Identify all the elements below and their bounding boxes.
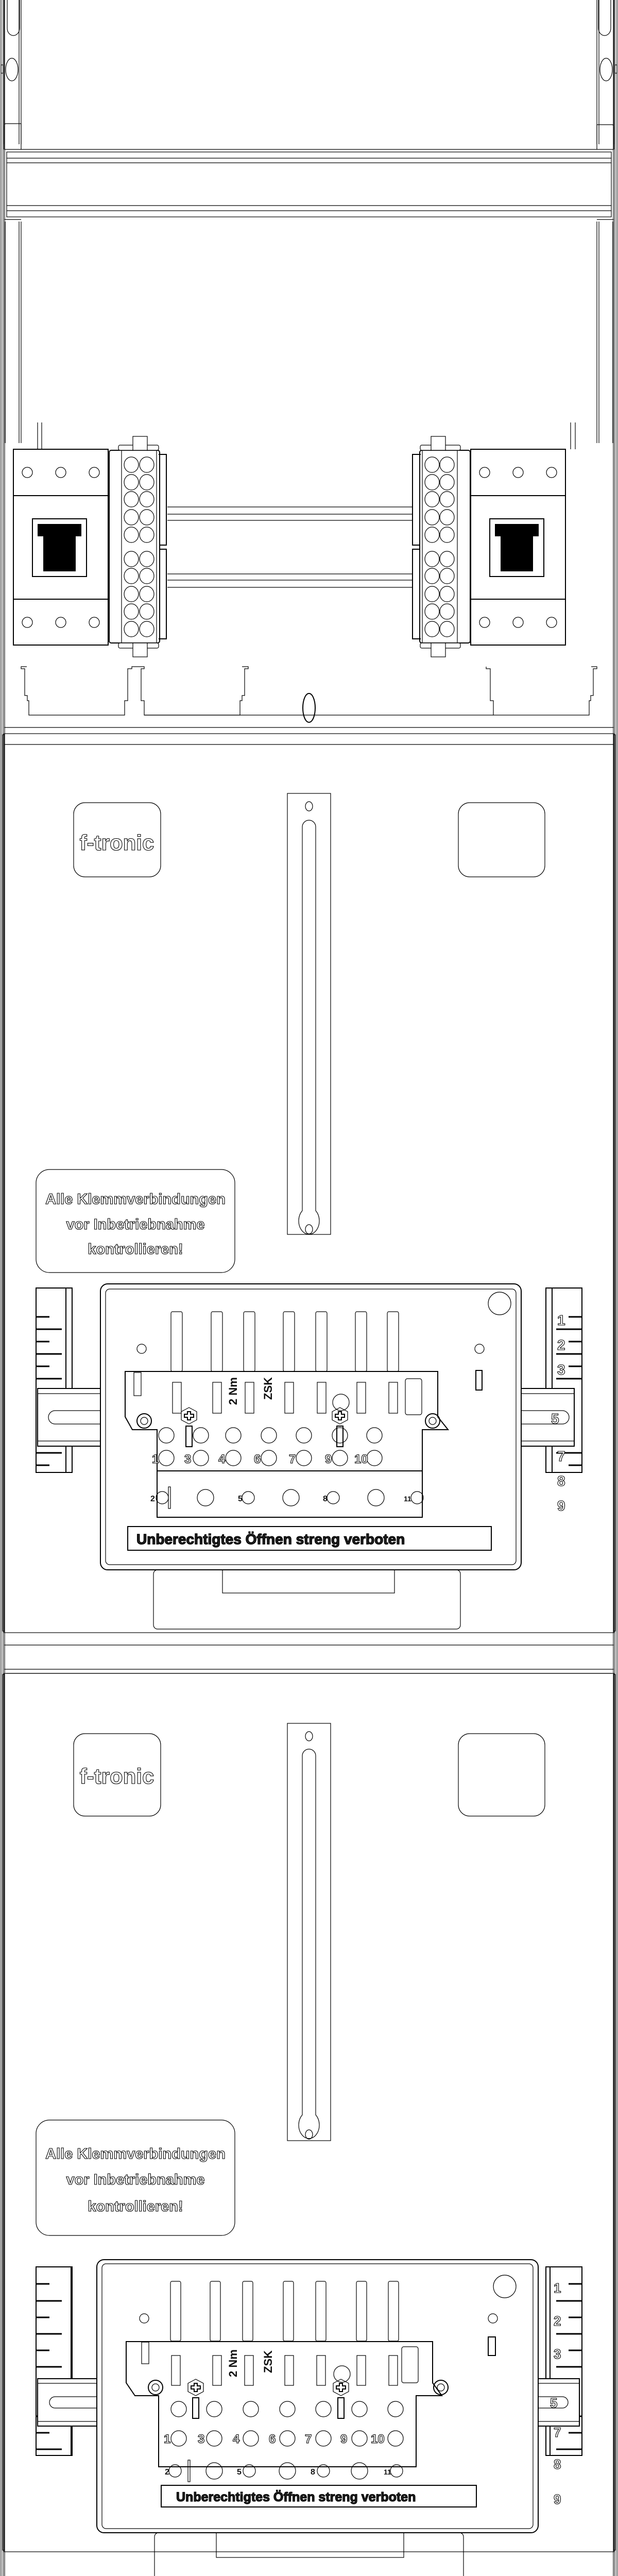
seal-label: Unberechtigtes Öffnen streng verboten bbox=[136, 1531, 405, 1547]
svg-text:7: 7 bbox=[557, 1448, 565, 1464]
phillips-screw-icon bbox=[332, 1394, 350, 1447]
svg-text:5: 5 bbox=[550, 2395, 557, 2411]
rail-hole-icon bbox=[599, 58, 613, 81]
terminal-slots bbox=[172, 1382, 398, 1414]
svg-text:3: 3 bbox=[554, 2346, 561, 2362]
svg-text:5: 5 bbox=[237, 2468, 242, 2477]
terminal-block-right bbox=[412, 436, 471, 657]
svg-text:9: 9 bbox=[557, 1498, 565, 1514]
svg-text:2: 2 bbox=[554, 2313, 561, 2329]
warning-line-3: kontrollieren! bbox=[88, 2198, 183, 2215]
left-scale-strip bbox=[36, 1287, 109, 1473]
svg-text:8: 8 bbox=[554, 2456, 561, 2472]
phillips-screw-icon bbox=[187, 2379, 204, 2419]
svg-text:10: 10 bbox=[354, 1452, 368, 1466]
brand-label: f-tronic bbox=[80, 831, 154, 855]
type-label: ZSK bbox=[262, 1377, 274, 1400]
terminal-block-left bbox=[109, 436, 167, 657]
svg-text:1: 1 bbox=[152, 1452, 159, 1466]
type-label: ZSK bbox=[262, 2350, 274, 2373]
terminal-screw-icons bbox=[424, 456, 455, 637]
svg-text:9: 9 bbox=[554, 2492, 561, 2507]
main-switch-left bbox=[13, 449, 109, 646]
seal-label-frame bbox=[161, 2485, 477, 2507]
mounting-slot-plate bbox=[287, 793, 331, 1235]
svg-text:5: 5 bbox=[238, 1495, 243, 1503]
right-scale-strip: 1 2 3 5 7 8 9 bbox=[520, 2266, 582, 2507]
meter-panel-1: f-tronic Alle Klemmverbindungen vor Inbe… bbox=[2, 733, 616, 1633]
svg-text:9: 9 bbox=[340, 2432, 347, 2446]
svg-text:11: 11 bbox=[384, 2468, 391, 2476]
warning-line-1: Alle Klemmverbindungen bbox=[45, 2146, 226, 2162]
warning-line-2: vor Inbetriebnahme bbox=[66, 1216, 204, 1233]
blank-label-frame bbox=[458, 1733, 545, 1817]
svg-text:3: 3 bbox=[198, 2432, 204, 2446]
right-side-rail bbox=[596, 0, 617, 2576]
torque-label: 2 Nm bbox=[227, 2349, 239, 2377]
svg-text:8: 8 bbox=[557, 1473, 565, 1489]
blank-label-frame bbox=[458, 802, 545, 877]
svg-text:9: 9 bbox=[325, 1452, 332, 1466]
terminal-holes bbox=[170, 2401, 404, 2447]
phillips-screw-icon bbox=[181, 1407, 197, 1447]
svg-text:7: 7 bbox=[289, 1452, 296, 1466]
svg-text:7: 7 bbox=[305, 2432, 312, 2446]
torque-label: 2 Nm bbox=[227, 1377, 239, 1405]
svg-text:2: 2 bbox=[150, 1495, 155, 1503]
terminal-screw-icons bbox=[124, 456, 154, 637]
svg-text:11: 11 bbox=[404, 1495, 411, 1503]
rail-hole-icon bbox=[5, 58, 19, 81]
phillips-screw-icon bbox=[333, 2365, 351, 2419]
warning-line-1: Alle Klemmverbindungen bbox=[45, 1191, 226, 1208]
meter-base-2: 1 2 3 5 7 8 9 bbox=[36, 2259, 582, 2576]
switch-handle-icon bbox=[495, 524, 539, 571]
mounting-slot-plate bbox=[287, 1723, 331, 2141]
svg-text:2: 2 bbox=[557, 1337, 565, 1353]
meter-panel-2: f-tronic Alle Klemmverbindungen vor Inbe… bbox=[2, 1669, 616, 2552]
top-mounting-bracket bbox=[4, 123, 614, 443]
seal-label: Unberechtigtes Öffnen streng verboten bbox=[176, 2489, 416, 2504]
svg-text:7: 7 bbox=[554, 2425, 561, 2440]
left-scale-strip bbox=[36, 2266, 97, 2456]
brand-label: f-tronic bbox=[80, 1764, 154, 1788]
svg-text:3: 3 bbox=[184, 1452, 191, 1466]
svg-text:8: 8 bbox=[311, 2468, 315, 2477]
svg-text:4: 4 bbox=[233, 2432, 240, 2446]
switch-section-bracket bbox=[4, 666, 614, 745]
brand-label-frame bbox=[73, 802, 161, 877]
terminal-holes bbox=[158, 1427, 383, 1466]
switch-section bbox=[37, 422, 576, 588]
svg-text:1: 1 bbox=[557, 1312, 565, 1328]
svg-text:10: 10 bbox=[371, 2432, 385, 2446]
warning-line-3: kontrollieren! bbox=[88, 1241, 183, 1258]
seal-label-frame bbox=[127, 1526, 492, 1551]
main-switch-right bbox=[470, 449, 566, 646]
svg-text:2: 2 bbox=[165, 2468, 169, 2477]
brand-label-frame bbox=[73, 1733, 161, 1817]
switch-handle-icon bbox=[38, 524, 81, 571]
svg-text:1: 1 bbox=[554, 2280, 561, 2296]
svg-text:8: 8 bbox=[323, 1495, 328, 1503]
svg-text:6: 6 bbox=[269, 2432, 276, 2446]
warning-line-2: vor Inbetriebnahme bbox=[66, 2172, 204, 2188]
warning-label-frame bbox=[36, 2120, 235, 2236]
svg-text:4: 4 bbox=[218, 1452, 226, 1466]
left-side-rail bbox=[1, 0, 22, 2576]
svg-text:5: 5 bbox=[551, 1411, 559, 1427]
svg-text:6: 6 bbox=[254, 1452, 261, 1466]
terminal-slots bbox=[171, 2355, 398, 2386]
warning-label-frame bbox=[36, 1169, 235, 1273]
svg-text:3: 3 bbox=[557, 1362, 565, 1378]
meter-base-1-lower: 2 5 8 11 Unberechtigtes Öffnen streng ve… bbox=[4, 1470, 614, 1646]
svg-text:1: 1 bbox=[164, 2432, 170, 2446]
grounding-hole-icon bbox=[302, 693, 316, 723]
